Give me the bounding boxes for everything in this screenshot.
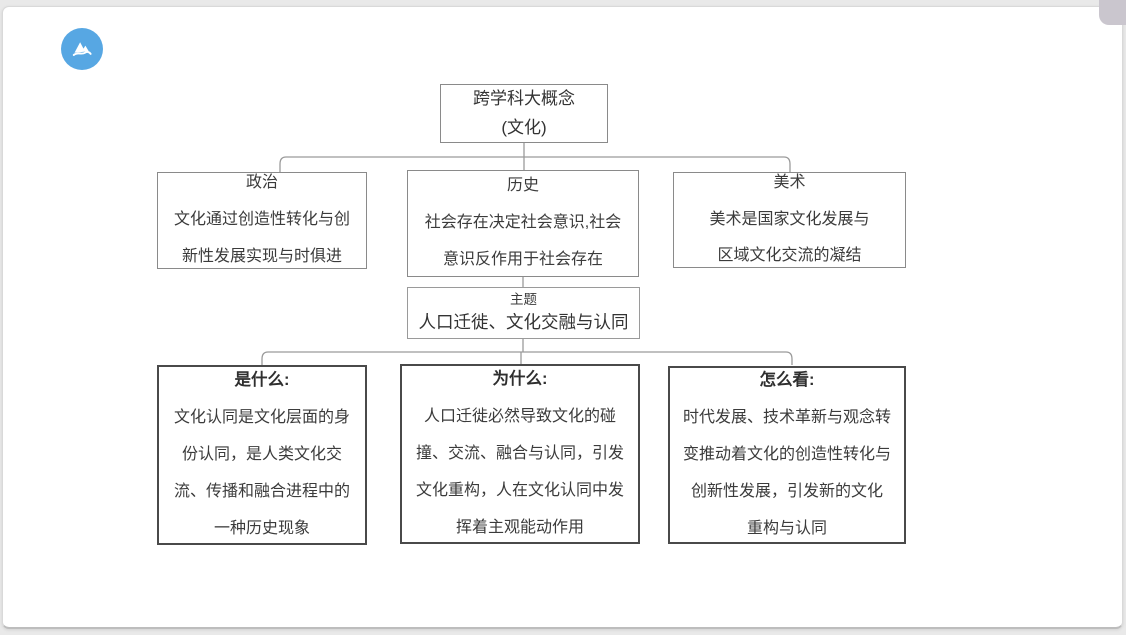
node-how-body: 时代发展、技术革新与观念转 变推动着文化的创造性转化与 创新性发展，引发新的文化… [682,409,891,537]
node-what: 是什么: 文化认同是文化层面的身 份认同，是人类文化交 流、传播和融合进程中的 … [157,365,367,545]
node-history: 历史 社会存在决定社会意识,社会 意识反作用于社会存在 [407,170,639,277]
node-what-title: 是什么: [234,371,290,390]
app-logo [61,28,103,70]
node-how: 怎么看: 时代发展、技术革新与观念转 变推动着文化的创造性转化与 创新性发展，引… [668,366,906,544]
mountain-logo-icon [72,42,92,56]
node-what-body: 文化认同是文化层面的身 份认同，是人类文化交 流、传播和融合进程中的 一种历史现… [173,409,350,537]
node-how-title: 怎么看: [759,371,815,390]
node-root-text: 跨学科大概念 (文化) [473,88,575,137]
node-history-title: 历史 [506,177,539,195]
node-history-body: 社会存在决定社会意识,社会 意识反作用于社会存在 [424,214,622,268]
node-theme: 主题 人口迁徙、文化交融与认同 [407,287,640,339]
node-theme-body: 人口迁徙、文化交融与认同 [418,312,629,333]
node-why-body: 人口迁徙必然导致文化的碰 撞、交流、融合与认同，引发 文化重构，人在文化认同中发… [415,408,624,536]
node-root: 跨学科大概念 (文化) [440,84,608,143]
node-politics-title: 政治 [245,174,278,192]
node-art-body: 美术是国家文化发展与 区域文化交流的凝结 [709,210,870,265]
node-why-title: 为什么: [492,370,548,389]
corner-overlay [1099,0,1126,25]
node-politics: 政治 文化通过创造性转化与创 新性发展实现与时俱进 [157,172,367,269]
node-why: 为什么: 人口迁徙必然导致文化的碰 撞、交流、融合与认同，引发 文化重构，人在文… [400,364,640,544]
node-politics-body: 文化通过创造性转化与创 新性发展实现与时俱进 [173,211,350,265]
node-theme-label: 主题 [510,292,537,308]
node-art: 美术 美术是国家文化发展与 区域文化交流的凝结 [673,172,906,268]
node-art-title: 美术 [773,173,806,191]
